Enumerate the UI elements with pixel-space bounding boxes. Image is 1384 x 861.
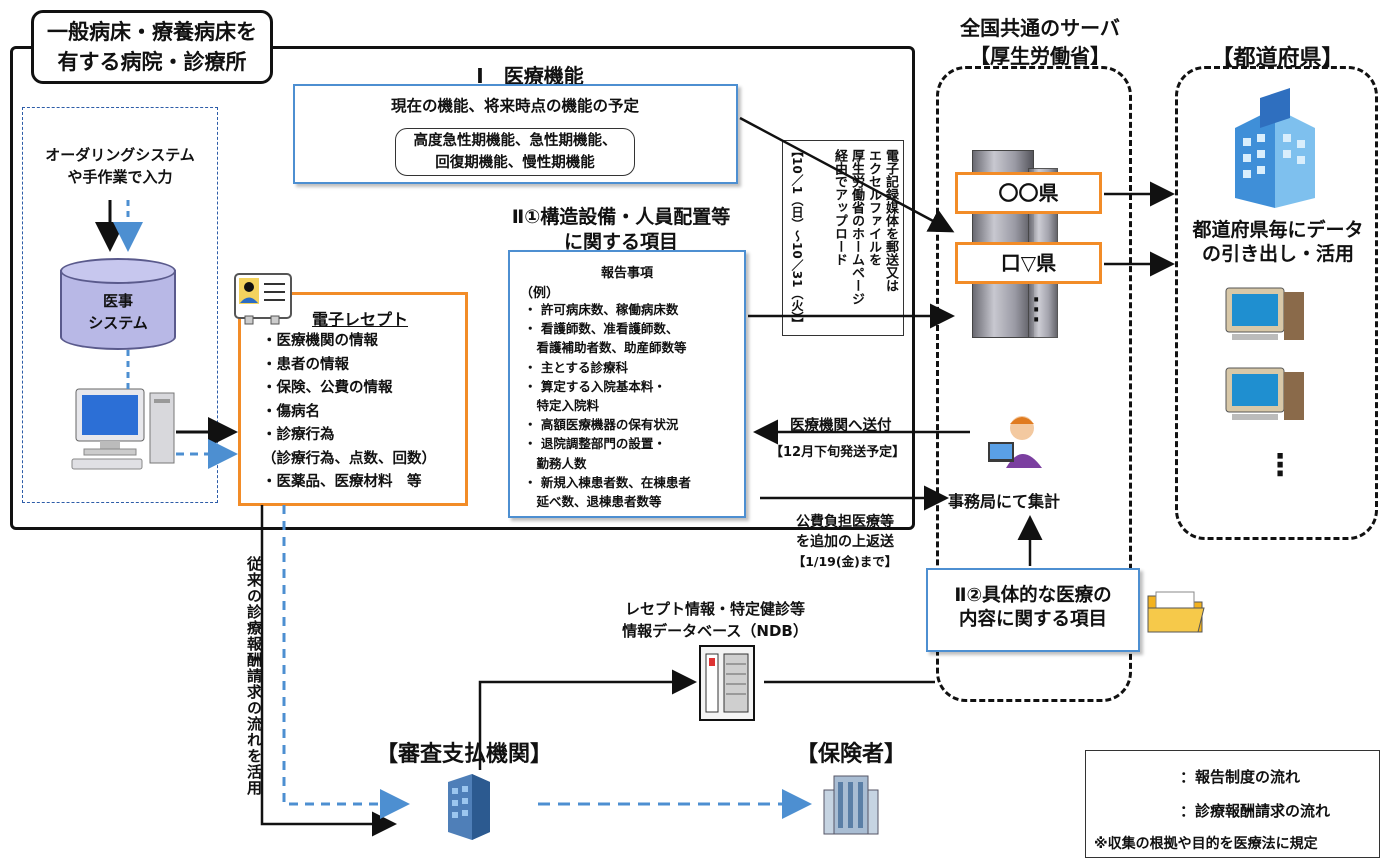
- computer-icon: [1225, 287, 1304, 340]
- structure-note: 報告事項 （例） ・ 許可病床数、稼働病床数 ・ 看護師数、准看護師数、 看護補…: [508, 250, 746, 518]
- receipt-items: ・医療機関の情報 ・患者の情報 ・保険、公費の情報 ・傷病名 ・診療行為 （診療…: [262, 330, 436, 495]
- db-label: 医事 システム: [60, 290, 176, 334]
- report-item: ・ 看護師数、准看護師数、: [524, 321, 679, 337]
- legend: ：報告制度の流れ ：診療報酬請求の流れ ※収集の根拠や目的を医療法に規定: [1085, 750, 1380, 858]
- receipt-item: ・診療行為: [262, 427, 335, 443]
- server-dots: ···: [1032, 288, 1041, 333]
- building-icon: [1235, 88, 1315, 208]
- legend-report: ：報告制度の流れ: [1180, 768, 1301, 786]
- function-types-box: 高度急性期機能、急性期機能、 回復期機能、慢性期機能: [395, 128, 635, 176]
- structure-title-line2: に関する項目: [563, 231, 678, 253]
- structure-title: Ⅱ①構造設備・人員配置等 に関する項目: [496, 205, 746, 255]
- hospital-title-line1: 一般病床・療養病床を: [47, 20, 257, 44]
- report-item: 特定入院料: [524, 398, 600, 414]
- upload-col1: 電子記録媒体を郵送又は: [883, 149, 898, 292]
- pref1-box: 〇〇県: [955, 172, 1102, 214]
- public-expense-line3: 【1/19(金)まで】: [792, 554, 898, 569]
- insurer-label: 【保険者】: [796, 742, 907, 767]
- receipt-item: ・医薬品、医療材料 等: [262, 474, 422, 490]
- receipt-item: ・医療機関の情報: [262, 333, 378, 349]
- pref2-box: 口▽県: [955, 242, 1102, 284]
- office-building-icon: [448, 774, 490, 840]
- function-types-line2: 回復期機能、慢性期機能: [435, 155, 595, 171]
- report-item: ・ 退院調整部門の設置・: [524, 436, 666, 452]
- receipt-item: ・保険、公費の情報: [262, 380, 393, 396]
- report-item: 勤務人数: [524, 455, 587, 471]
- pref-desc-line2: の引き出し・活用: [1201, 243, 1354, 265]
- function-current: 現在の機能、将来時点の機能の予定: [390, 97, 639, 115]
- vertical-note: 従来の診療報酬請求の流れを活用: [245, 556, 263, 796]
- upload-col2: エクセルファイルを: [866, 149, 881, 266]
- report-item: ・ 主とする診療科: [524, 359, 628, 375]
- function-types-line1: 高度急性期機能、急性期機能、: [413, 133, 617, 149]
- office-label: 事務局にて集計: [948, 492, 1061, 511]
- ndb-line1: レセプト情報・特定健診等: [624, 600, 805, 618]
- server-title2: 【厚生労働省】: [970, 44, 1110, 68]
- report-item: 延べ数、退棟患者数等: [524, 494, 662, 510]
- ndb-line2: 情報データベース（NDB）: [622, 622, 808, 640]
- insurer-building-icon: [823, 775, 879, 835]
- receipt-item: ・患者の情報: [262, 356, 349, 373]
- specific-medical-line2: 内容に関する項目: [958, 609, 1107, 630]
- report-heading: 報告事項: [600, 266, 653, 281]
- more-dots: ⋮: [1265, 448, 1295, 483]
- legend-billing: ：診療報酬請求の流れ: [1180, 802, 1331, 820]
- examiner-label: 【審査支払機関】: [376, 742, 553, 767]
- db-label-line2: システム: [88, 314, 148, 332]
- db-label-line1: 医事: [102, 292, 133, 310]
- structure-title-line1: Ⅱ①構造設備・人員配置等: [511, 206, 731, 228]
- send-back-label: 医療機関へ送付: [790, 418, 892, 434]
- computer-icon: [1225, 367, 1304, 420]
- receipt-title: 電子レセプト: [312, 310, 409, 329]
- upload-period: 【10／1（日）～10／31（火）】: [790, 145, 804, 330]
- hospital-frame: [10, 46, 915, 530]
- legend-note: ※収集の根拠や目的を医療法に規定: [1094, 836, 1318, 852]
- ndb-server-icon: [699, 645, 755, 721]
- db-cylinder-top: [60, 258, 176, 284]
- report-item: 看護補助者数、助産師数等: [524, 340, 687, 356]
- report-example: （例）: [520, 286, 560, 301]
- receipt-item: ・傷病名: [262, 403, 320, 420]
- receipt-box: [238, 292, 468, 506]
- system-area: [22, 107, 218, 503]
- upload-note-text: 電子記録媒体を郵送又は エクセルファイルを 厚生労働省のホームページ 経由でアッ…: [831, 149, 899, 329]
- public-expense-line1: 公費負担医療等: [796, 514, 894, 530]
- pc-icon: [71, 388, 175, 470]
- operator-icon: [988, 416, 1042, 468]
- hospital-title-line2: 有する病院・診療所: [57, 50, 247, 74]
- function-note: 現在の機能、将来時点の機能の予定 高度急性期機能、急性期機能、 回復期機能、慢性…: [293, 84, 738, 184]
- ndb-label: レセプト情報・特定健診等 情報データベース（NDB）: [590, 598, 840, 642]
- ordering-line2: や手作業で入力: [67, 168, 173, 186]
- specific-medical-line1: Ⅱ②具体的な医療の: [954, 585, 1112, 606]
- report-items: ・ 許可病床数、稼働病床数 ・ 看護師数、准看護師数、 看護補助者数、助産師数等…: [524, 300, 691, 511]
- server-region: [936, 66, 1132, 702]
- report-item: ・ 高額医療機器の保有状況: [524, 417, 679, 433]
- public-expense-line2: を追加の上返送: [796, 534, 894, 550]
- report-item: ・ 新規入棟患者数、在棟患者: [524, 474, 691, 490]
- ordering-line1: オーダリングシステム: [45, 146, 195, 164]
- hospital-title: 一般病床・療養病床を 有する病院・診療所: [31, 10, 273, 84]
- receipt-item: （診療行為、点数、回数）: [262, 450, 436, 467]
- report-item: ・ 許可病床数、稼働病床数: [524, 302, 679, 317]
- report-item: ・ 算定する入院基本料・: [524, 378, 666, 394]
- upload-col4: 経由でアップロード: [832, 149, 847, 266]
- pref-desc-line1: 都道府県毎にデータ: [1192, 219, 1364, 241]
- pref-desc: 都道府県毎にデータ の引き出し・活用: [1178, 218, 1378, 266]
- send-back-schedule: 【12月下旬発送予定】: [770, 445, 906, 460]
- specific-medical-note: Ⅱ②具体的な医療の 内容に関する項目: [926, 568, 1140, 652]
- public-expense: 公費負担医療等 を追加の上返送 【1/19(金)まで】: [770, 512, 920, 572]
- upload-col3: 厚生労働省のホームページ: [849, 149, 864, 305]
- folder-icon: [1147, 591, 1205, 633]
- server-title1: 全国共通のサーバ: [960, 16, 1120, 40]
- ordering-text: オーダリングシステム や手作業で入力: [26, 144, 214, 188]
- prefecture-region: [1175, 66, 1378, 540]
- id-card-icon: [234, 273, 292, 325]
